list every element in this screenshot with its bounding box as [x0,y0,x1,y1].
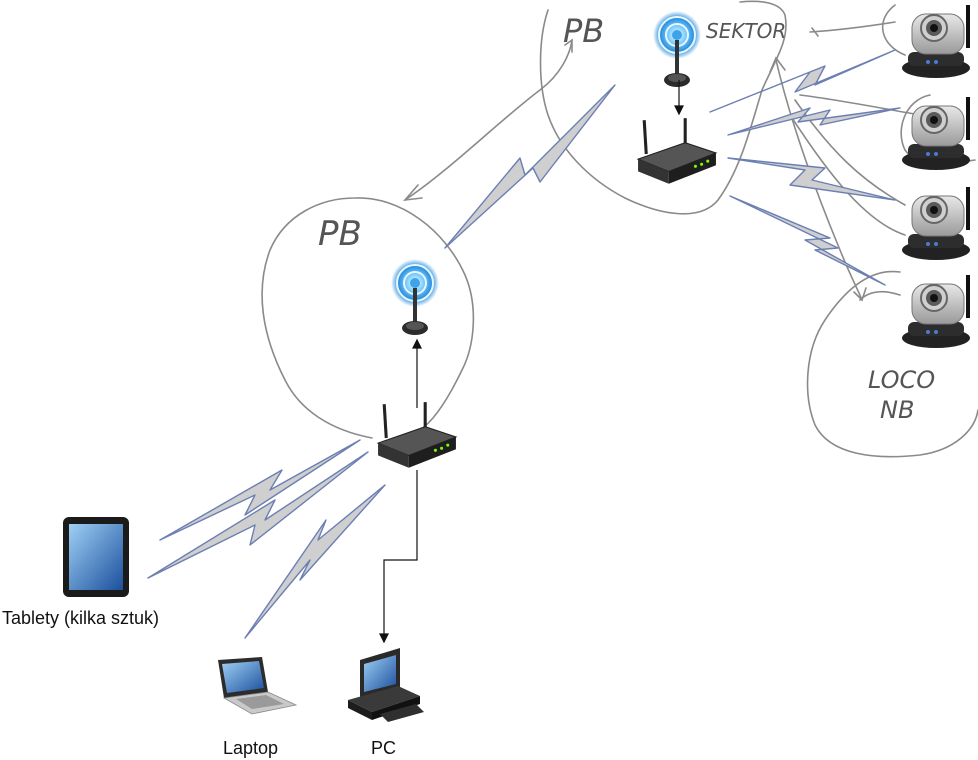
antenna-icon-left [390,258,440,337]
camera-icon-3 [900,185,972,262]
wireless-link-router-to-tablet-1 [159,439,361,541]
sketch-line-to-loco [775,59,863,301]
sketch-outlines [261,0,978,458]
pc-icon [348,648,424,722]
wireless-link-router-to-laptop [244,484,386,639]
pb-left-label: PB [318,214,362,254]
tablet-label: Tablety (kilka sztuk) [2,608,160,628]
loco-label-line1: LOCO [868,366,935,394]
sketch-arrowhead-3 [769,56,786,73]
pb-top-label: PB [563,12,604,50]
top-right-loop [881,4,906,56]
wireless-link-pb-to-pb [444,84,616,249]
wireless-link-cam3 [727,157,896,201]
loco-label-line2: NB [880,396,914,424]
sketch-arrowhead-2 [403,184,423,202]
sketch-arrowhead-4 [853,287,867,302]
sketch-lines-cams [789,21,921,301]
sektor-label: SEKTOR [706,19,786,43]
router-icon-left [376,402,458,470]
wireless-link-cam4 [729,195,886,286]
router-icon-top [636,118,718,186]
wireless-link-cam1 [709,49,896,113]
sketch-arrow-pb-left [404,39,573,201]
wireless-link-cam2 [727,107,901,136]
connector-router-to-pc [383,470,418,640]
laptop-icon [218,657,298,715]
camera-icon-4 [900,273,972,350]
wireless-link-router-to-tablet-2 [147,451,369,579]
loco-cloud [806,270,978,458]
pb-left-cloud [261,197,475,439]
camera-icon-2 [900,95,972,172]
tablet-icon [63,517,129,597]
wired-links [379,80,684,644]
pb-top-cloud [539,0,787,215]
antenna-icon-top [652,10,702,89]
laptop-label: Laptop [223,738,279,758]
pc-label: PC [371,738,397,758]
sketch-arrowhead-1 [564,38,573,53]
camera-icon-1 [900,3,972,80]
wireless-links [147,49,901,639]
